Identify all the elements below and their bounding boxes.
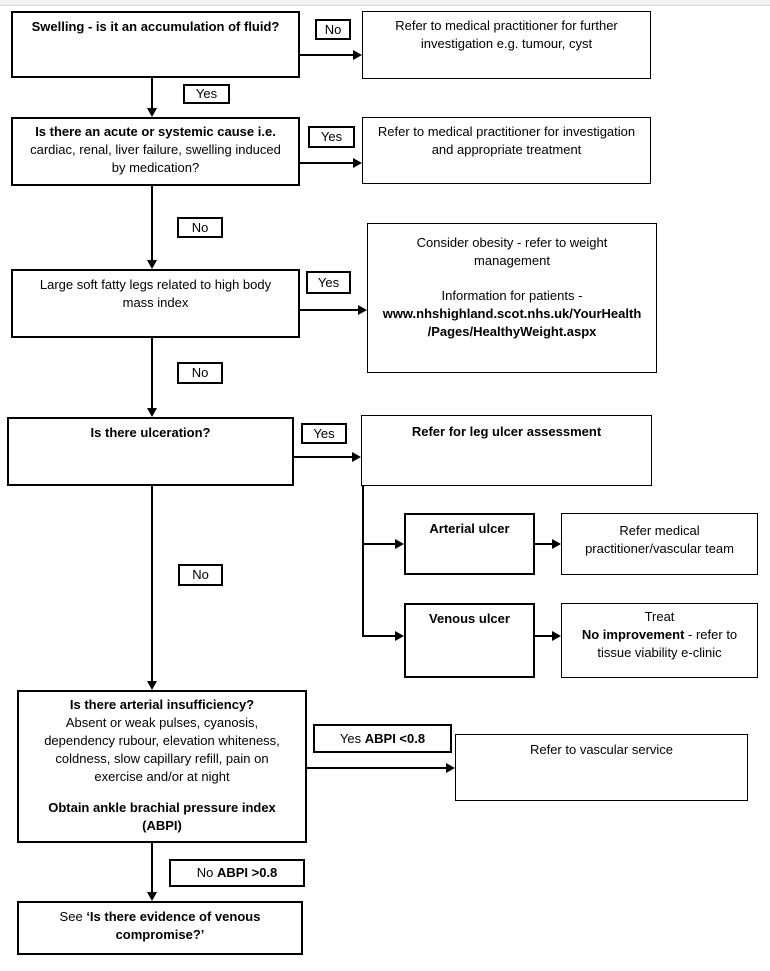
arrow-right-3-head <box>358 305 367 315</box>
arrow-vascular-service-head <box>446 763 455 773</box>
arrow-right-2-head <box>353 158 362 168</box>
venous-ulcer-title: Venous ulcer <box>429 611 510 626</box>
arrow-down-1-line <box>151 78 153 109</box>
arterial-ulcer-title: Arterial ulcer <box>429 521 510 536</box>
label-yes-2-text: Yes <box>320 129 343 144</box>
label-no-4: No <box>178 564 223 586</box>
refer-treatment-text: Refer to medical practitioner for invest… <box>377 124 636 157</box>
label-no-3-text: No <box>191 365 209 380</box>
no-abpi-value: ABPI >0.8 <box>216 865 278 880</box>
outcome-refer-vascular-service: Refer to vascular service <box>455 734 748 801</box>
arrow-venous-head <box>395 631 404 641</box>
node-arterial-ulcer: Arterial ulcer <box>404 513 535 575</box>
node-ulceration-question: Is there ulceration? <box>7 417 294 486</box>
label-no-1-text: No <box>324 21 342 37</box>
outcome-leg-ulcer-assessment: Refer for leg ulcer assessment <box>361 415 652 486</box>
node-swelling-question: Swelling - is it an accumulation of flui… <box>11 11 300 78</box>
page-top-strip <box>0 0 770 6</box>
node-venous-ulcer: Venous ulcer <box>404 603 535 678</box>
acute-cause-body: cardiac, renal, liver failure, swelling … <box>30 142 281 175</box>
label-no-2: No <box>177 217 223 238</box>
arrow-down-4-head <box>147 681 157 690</box>
label-yes-1: Yes <box>183 84 230 104</box>
arrow-down-1-head <box>147 108 157 117</box>
arrow-vascular-service-line <box>307 767 446 769</box>
arrow-down-5-head <box>147 892 157 901</box>
treat-line2: No improvement - refer to <box>562 626 757 644</box>
outcome-refer-vascular-team: Refer medical practitioner/vascular team <box>561 513 758 575</box>
arterial-insufficiency-title: Is there arterial insufficiency? <box>69 697 255 712</box>
arterial-insufficiency-body: Absent or weak pulses, cyanosis, depende… <box>44 715 280 784</box>
acute-cause-title: Is there an acute or systemic cause i.e. <box>35 124 276 139</box>
obesity-url: www.nhshighland.scot.nhs.uk/YourHealth /… <box>382 306 642 339</box>
treat-line1: Treat <box>644 609 675 624</box>
label-yes-abpi-text: Yes ABPI <0.8 <box>340 730 425 748</box>
arrow-down-2-line <box>151 186 153 260</box>
node-fatty-legs: Large soft fatty legs related to high bo… <box>11 269 300 338</box>
arrow-right-2-line <box>300 162 353 164</box>
arrow-venous-out-line <box>535 635 552 637</box>
arrow-down-4-line <box>151 486 153 681</box>
node-acute-systemic-cause: Is there an acute or systemic cause i.e.… <box>11 117 300 186</box>
treat-bold: No improvement <box>581 627 685 642</box>
arrow-right-1-line <box>300 54 353 56</box>
outcome-treat: Treat No improvement - refer to tissue v… <box>561 603 758 678</box>
yes-abpi-prefix: Yes <box>339 730 362 746</box>
obesity-line1: Consider obesity - refer to weight manag… <box>416 235 608 268</box>
node-venous-compromise: See ‘Is there evidence of venous comprom… <box>17 901 303 955</box>
label-yes-2: Yes <box>308 126 355 148</box>
yes-abpi-value: ABPI <0.8 <box>364 730 426 746</box>
arrow-right-3-line <box>300 309 358 311</box>
label-no-abpi: No ABPI >0.8 <box>169 859 305 887</box>
ulceration-title: Is there ulceration? <box>90 425 211 440</box>
arrow-arterial-out-line <box>535 543 552 545</box>
venous-compromise-bold: ‘Is there evidence of venous compromise?… <box>86 909 261 942</box>
node-arterial-insufficiency: Is there arterial insufficiency? Absent … <box>17 690 307 843</box>
label-no-2-text: No <box>191 219 209 235</box>
label-yes-abpi: Yes ABPI <0.8 <box>313 724 452 753</box>
label-yes-1-text: Yes <box>195 86 218 101</box>
fatty-legs-text: Large soft fatty legs related to high bo… <box>39 277 272 310</box>
arrow-right-1-head <box>353 50 362 60</box>
refer-vascular-service-text: Refer to vascular service <box>529 742 674 757</box>
arrow-venous-out-head <box>552 631 561 641</box>
refer-vascular-team-text: Refer medical practitioner/vascular team <box>585 523 734 556</box>
swelling-question-title: Swelling - is it an accumulation of flui… <box>31 19 280 34</box>
arrow-arterial-out-head <box>552 539 561 549</box>
leg-ulcer-title: Refer for leg ulcer assessment <box>411 424 602 439</box>
label-no-4-text: No <box>192 567 209 582</box>
label-no-1: No <box>315 19 351 40</box>
arrow-down-3-head <box>147 408 157 417</box>
label-yes-3-text: Yes <box>317 274 340 290</box>
label-no-3: No <box>177 362 223 384</box>
arrow-right-4-head <box>352 452 361 462</box>
arterial-insufficiency-footer: Obtain ankle brachial pressure index (AB… <box>48 800 276 833</box>
outcome-refer-treatment: Refer to medical practitioner for invest… <box>362 117 651 184</box>
arrow-down-3-line <box>151 338 153 408</box>
treat-line3: tissue viability e-clinic <box>597 645 722 660</box>
treat-rest: - refer to <box>688 627 738 642</box>
obesity-line2: Information for patients - <box>441 288 583 303</box>
outcome-consider-obesity: Consider obesity - refer to weight manag… <box>367 223 657 373</box>
arrow-down-2-head <box>147 260 157 269</box>
venous-compromise-prefix: See <box>59 909 83 924</box>
arrow-down-5-line <box>151 843 153 892</box>
label-yes-4-text: Yes <box>313 425 335 441</box>
label-yes-4: Yes <box>301 423 347 444</box>
arrow-venous-line <box>362 635 395 637</box>
arrow-arterial-head <box>395 539 404 549</box>
label-yes-3: Yes <box>306 271 351 294</box>
arrow-right-4-line <box>294 456 352 458</box>
no-abpi-prefix: No <box>196 865 214 880</box>
label-no-abpi-text: No ABPI >0.8 <box>197 864 278 882</box>
arrow-arterial-line <box>362 543 395 545</box>
branch-ulcer-line <box>362 486 364 637</box>
outcome-refer-further-investigation: Refer to medical practitioner for furthe… <box>362 11 651 79</box>
refer-further-text: Refer to medical practitioner for furthe… <box>395 18 618 51</box>
venous-compromise-text: See ‘Is there evidence of venous comprom… <box>19 908 301 944</box>
